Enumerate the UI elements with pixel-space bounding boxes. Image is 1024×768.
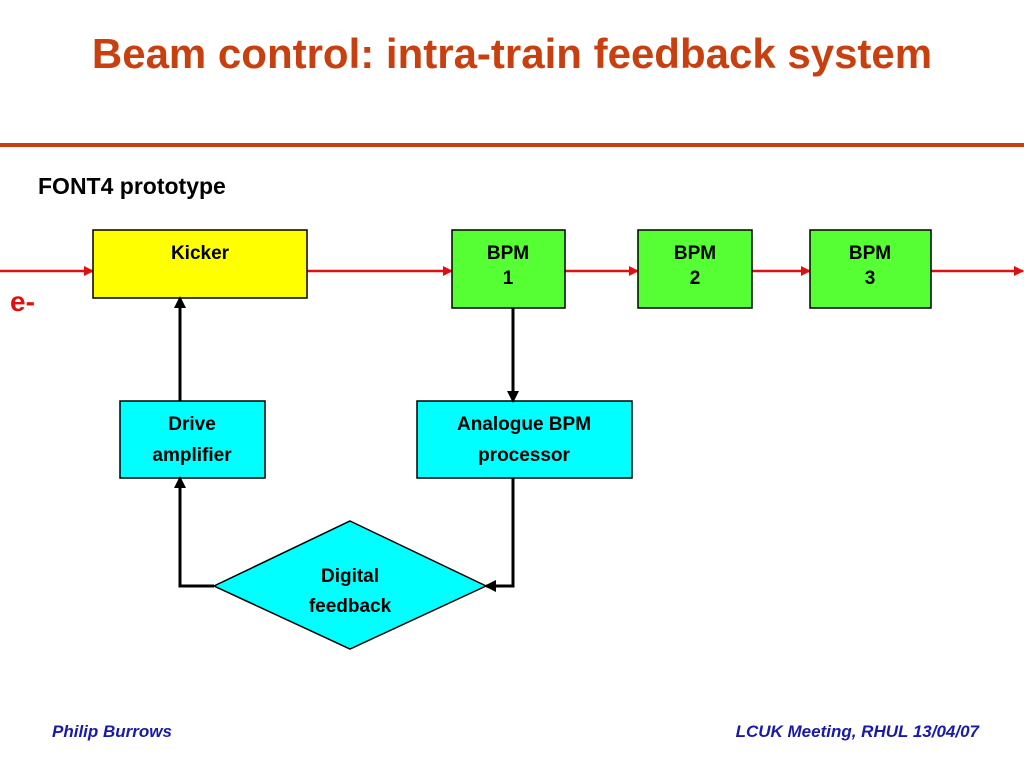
connector-digital-to-drive [174,476,214,588]
drive-amplifier-label-line1: Drive [168,414,216,435]
connector-analogue-to-digital [484,478,515,592]
analogue-processor-label-line2: processor [478,445,570,466]
bpm2-node: BPM 2 [637,229,753,309]
digital-feedback-label-line1: Digital [321,566,379,587]
analogue-processor-label-line1: Analogue BPM [457,414,591,435]
kicker-label: Kicker [171,243,230,264]
footer-author: Philip Burrows [52,722,172,741]
bpm2-label-line2: 2 [690,268,701,289]
drive-amplifier-label-line2: amplifier [152,445,232,466]
beam-label: e- [10,286,35,317]
digital-feedback-label-line2: feedback [309,596,392,617]
bpm2-label-line1: BPM [674,243,716,264]
title-divider [0,143,1024,147]
analogue-bpm-processor-node: Analogue BPM processor [416,400,633,479]
bpm1-label-line1: BPM [487,243,529,264]
bpm3-label-line2: 3 [865,268,876,289]
bpm1-label-line2: 1 [503,268,514,289]
bpm3-label-line1: BPM [849,243,891,264]
bpm3-node: BPM 3 [809,229,932,309]
digital-feedback-node: Digital feedback [212,520,488,650]
footer-meeting: LCUK Meeting, RHUL 13/04/07 [735,722,979,741]
bpm1-node: BPM 1 [451,229,566,309]
drive-amplifier-node: Drive amplifier [119,400,266,479]
slide-title: Beam control: intra-train feedback syste… [91,30,933,77]
slide-subtitle: FONT4 prototype [38,173,226,199]
kicker-node: Kicker [92,229,308,299]
